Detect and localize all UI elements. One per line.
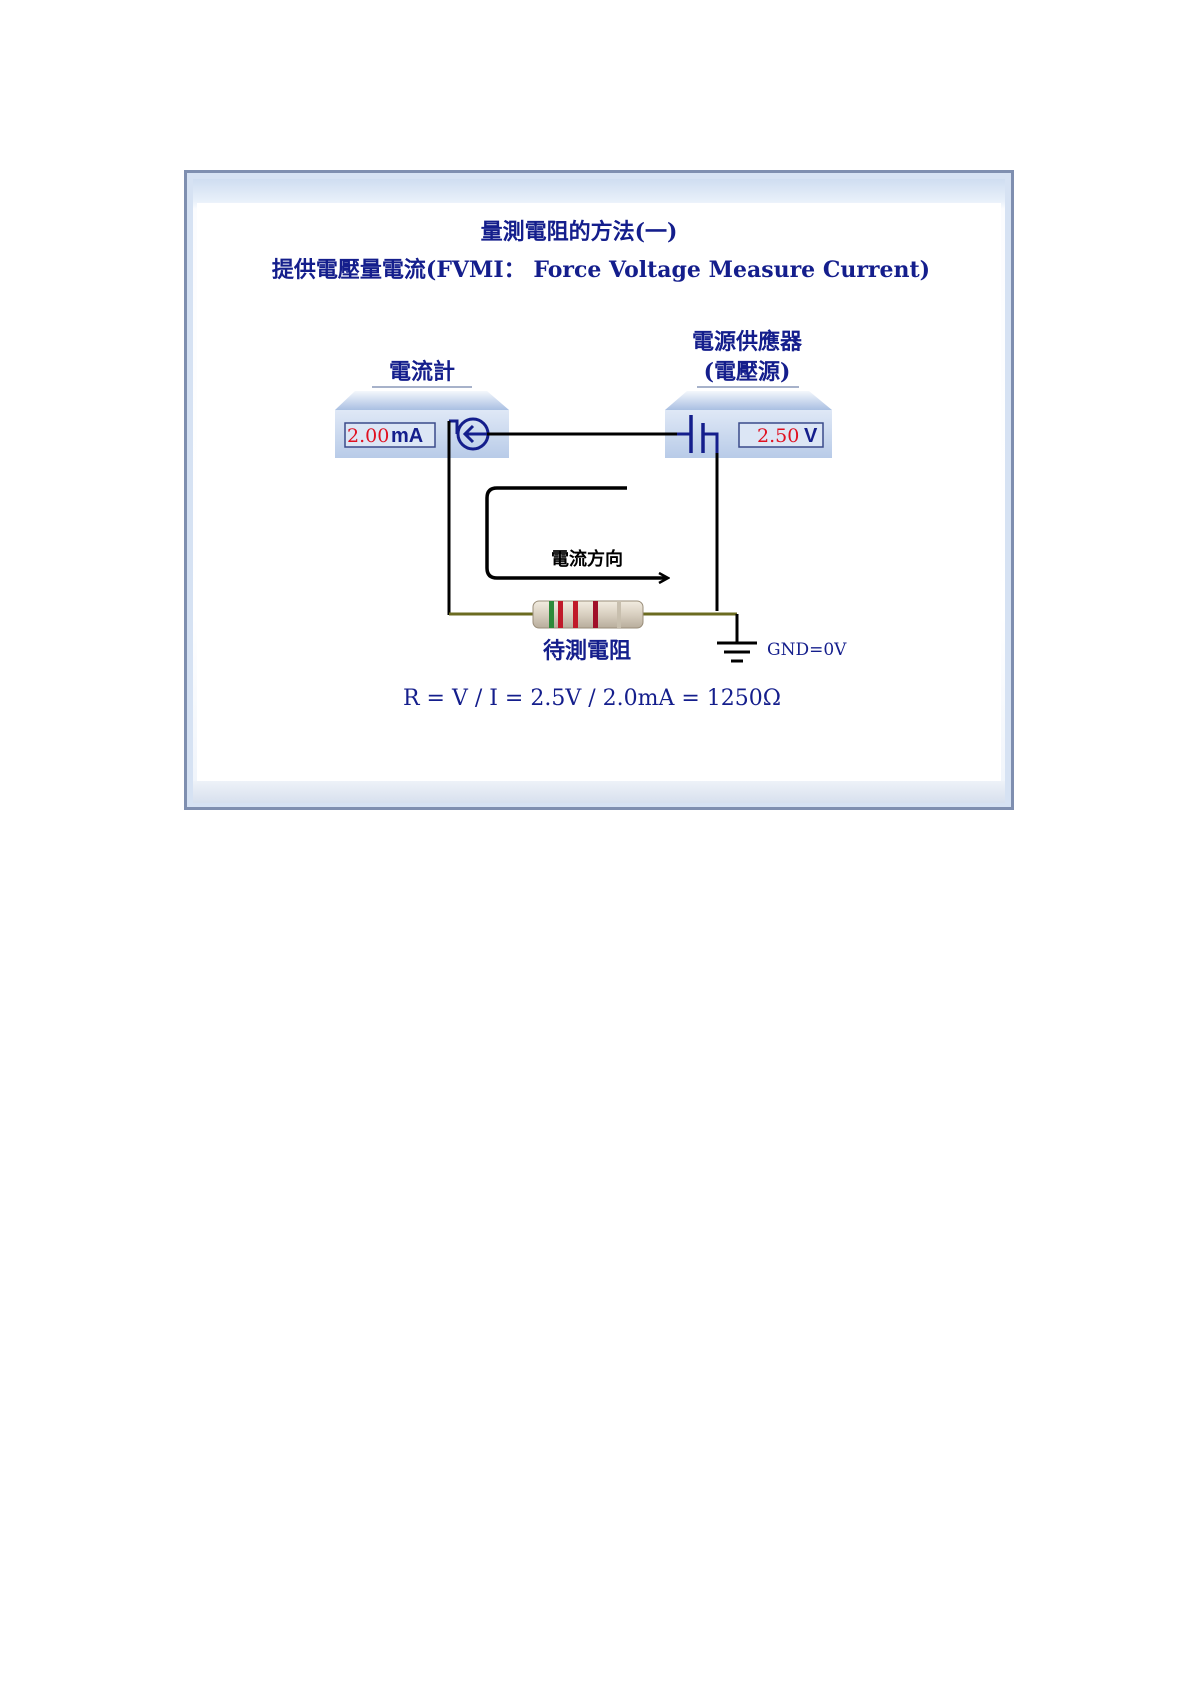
ammeter-panel: 電流計 2.00 mA <box>335 359 509 458</box>
current-direction-label: 電流方向 <box>551 548 623 570</box>
slide-frame: 量測電阻的方法(一) 提供電壓量電流(FVMI： Force Voltage M… <box>184 170 1014 810</box>
power-supply-readout-unit: V <box>804 425 818 447</box>
ammeter-label: 電流計 <box>389 359 455 385</box>
ammeter-readout-unit: mA <box>391 425 423 447</box>
power-supply-panel: 電源供應器 (電壓源) 2.50 V <box>665 329 832 458</box>
ammeter-readout-value: 2.00 <box>347 425 389 447</box>
diagram-title: 量測電阻的方法(一) <box>481 219 678 245</box>
ground-icon <box>717 614 757 661</box>
ground-label: GND=0V <box>767 640 847 660</box>
power-supply-label: 電源供應器 <box>692 329 803 355</box>
resistance-formula: R = V / I = 2.5V / 2.0mA = 1250Ω <box>403 686 781 711</box>
power-supply-sublabel: (電壓源) <box>704 359 791 385</box>
ammeter-panel-roof <box>335 391 509 410</box>
diagram-subtitle: 提供電壓量電流(FVMI： Force Voltage Measure Curr… <box>272 257 930 283</box>
fvmi-diagram: 量測電阻的方法(一) 提供電壓量電流(FVMI： Force Voltage M… <box>187 173 1017 813</box>
resistor-label: 待測電阻 <box>543 638 631 664</box>
power-supply-panel-roof <box>665 391 832 410</box>
power-supply-readout-value: 2.50 <box>757 425 799 447</box>
resistor-under-test <box>533 601 643 628</box>
